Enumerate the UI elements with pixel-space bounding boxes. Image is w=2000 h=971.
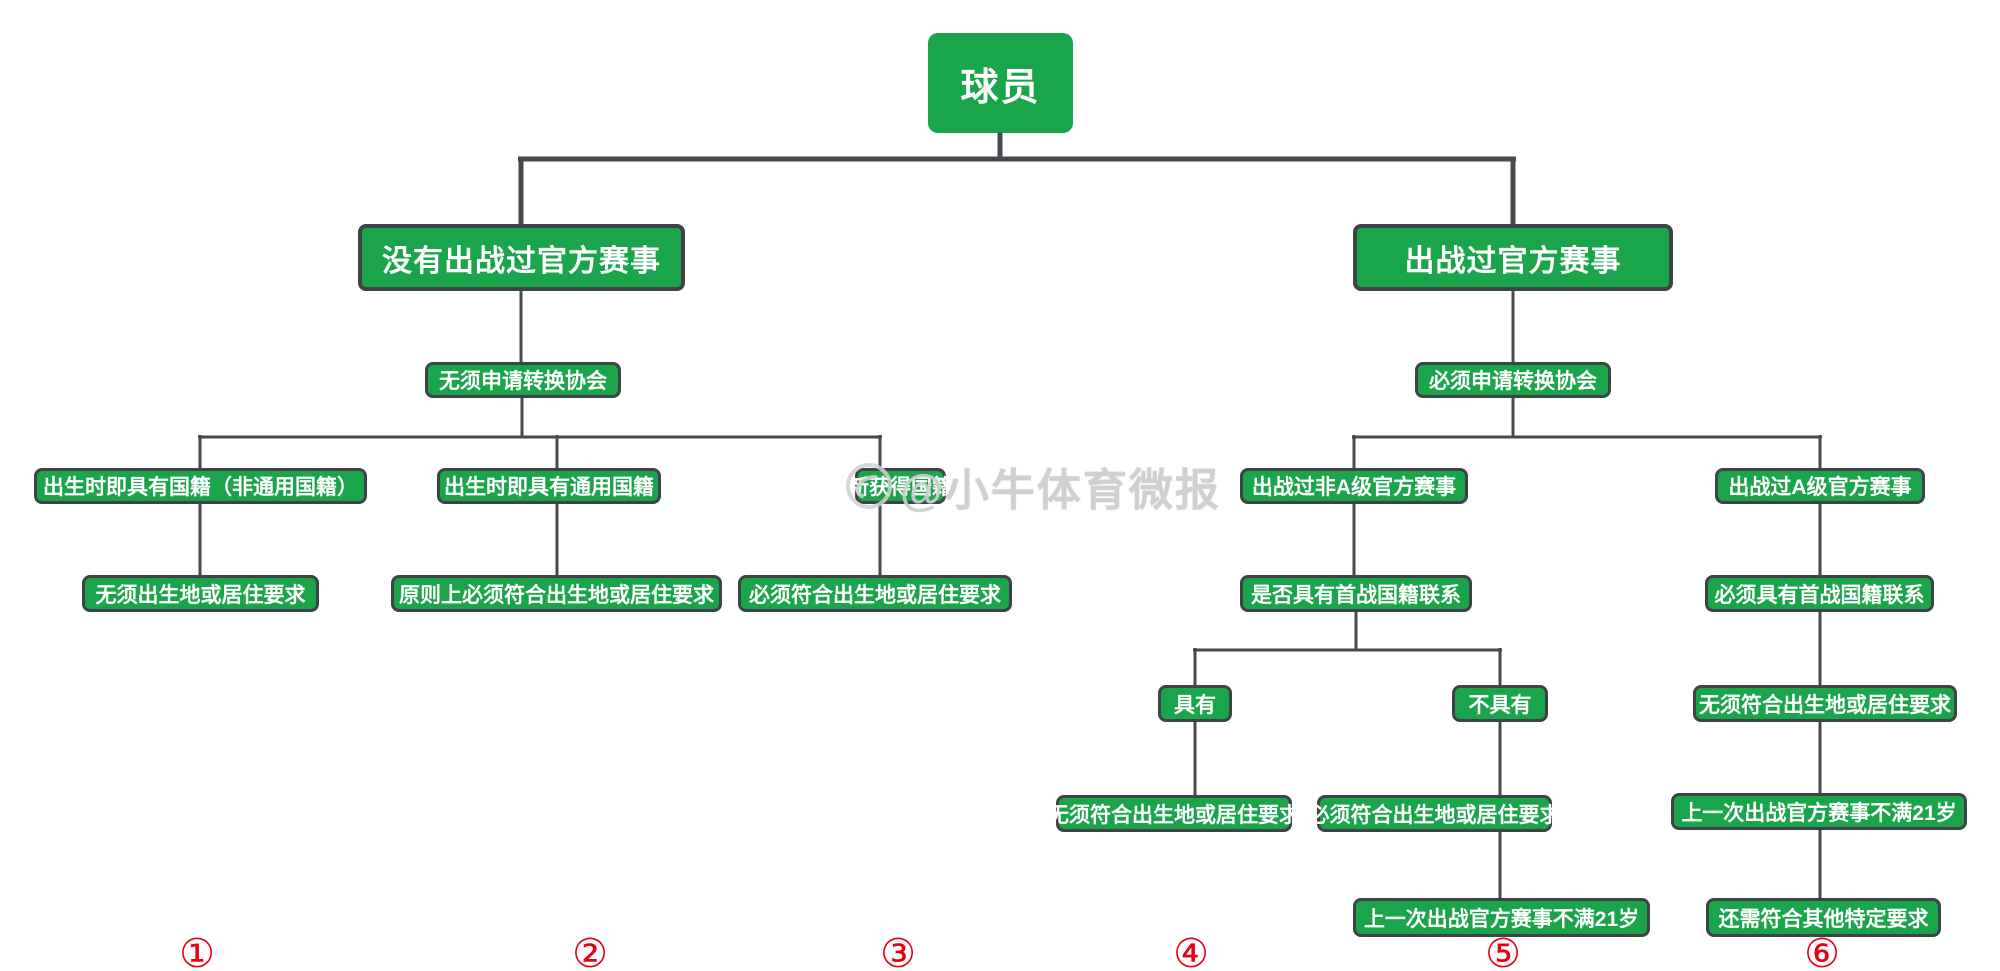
node-born-non-common-nationality[interactable]: 出生时即具有国籍（非通用国籍） xyxy=(34,468,367,504)
bull-logo-icon xyxy=(846,463,892,509)
node-no-transfer-needed[interactable]: 无须申请转换协会 xyxy=(425,362,621,398)
node-other-specific-requirements[interactable]: 还需符合其他特定要求 xyxy=(1706,898,1941,937)
trunk-connectors xyxy=(518,130,1516,226)
node-has-no-link[interactable]: 不具有 xyxy=(1452,685,1548,722)
step-number-3: ③ xyxy=(880,932,916,971)
node-no-birth-residence-req[interactable]: 无须出生地或居住要求 xyxy=(82,575,319,612)
step-number-5: ⑤ xyxy=(1485,932,1521,971)
node-no-official-matches[interactable]: 没有出战过官方赛事 xyxy=(358,224,685,291)
step-number-6: ⑥ xyxy=(1804,932,1840,971)
node-must-meet-req-mid[interactable]: 必须符合出生地或居住要求 xyxy=(1309,795,1561,832)
node-non-a-level-matches[interactable]: 出战过非A级官方赛事 xyxy=(1240,468,1468,504)
node-has-link[interactable]: 具有 xyxy=(1158,685,1232,722)
node-must-meet-birth-residence-req[interactable]: 必须符合出生地或居住要求 xyxy=(738,575,1012,612)
watermark-text: @小牛体育微报 xyxy=(900,466,1221,515)
node-no-need-meet-req-right[interactable]: 无须符合出生地或居住要求 xyxy=(1693,685,1957,722)
node-first-match-nationality-link-question[interactable]: 是否具有首战国籍联系 xyxy=(1240,575,1472,612)
step-number-2: ② xyxy=(572,932,608,971)
node-last-match-under-21-right[interactable]: 上一次出战官方赛事不满21岁 xyxy=(1671,793,1967,830)
node-player[interactable]: 球员 xyxy=(928,33,1073,133)
node-no-need-meet-req-mid[interactable]: 无须符合出生地或居住要求 xyxy=(1048,795,1300,832)
node-principle-must-meet-req[interactable]: 原则上必须符合出生地或居住要求 xyxy=(391,575,722,612)
node-born-common-nationality[interactable]: 出生时即具有通用国籍 xyxy=(437,468,661,504)
node-must-have-first-match-link[interactable]: 必须具有首战国籍联系 xyxy=(1705,575,1934,612)
watermark: @小牛体育微报 xyxy=(846,454,1221,518)
node-must-apply-transfer[interactable]: 必须申请转换协会 xyxy=(1415,362,1611,398)
node-a-level-matches[interactable]: 出战过A级官方赛事 xyxy=(1715,468,1925,504)
step-number-4: ④ xyxy=(1173,932,1209,971)
node-last-match-under-21-mid[interactable]: 上一次出战官方赛事不满21岁 xyxy=(1353,898,1650,937)
step-number-1: ① xyxy=(179,932,215,971)
node-played-official-matches[interactable]: 出战过官方赛事 xyxy=(1353,224,1673,291)
